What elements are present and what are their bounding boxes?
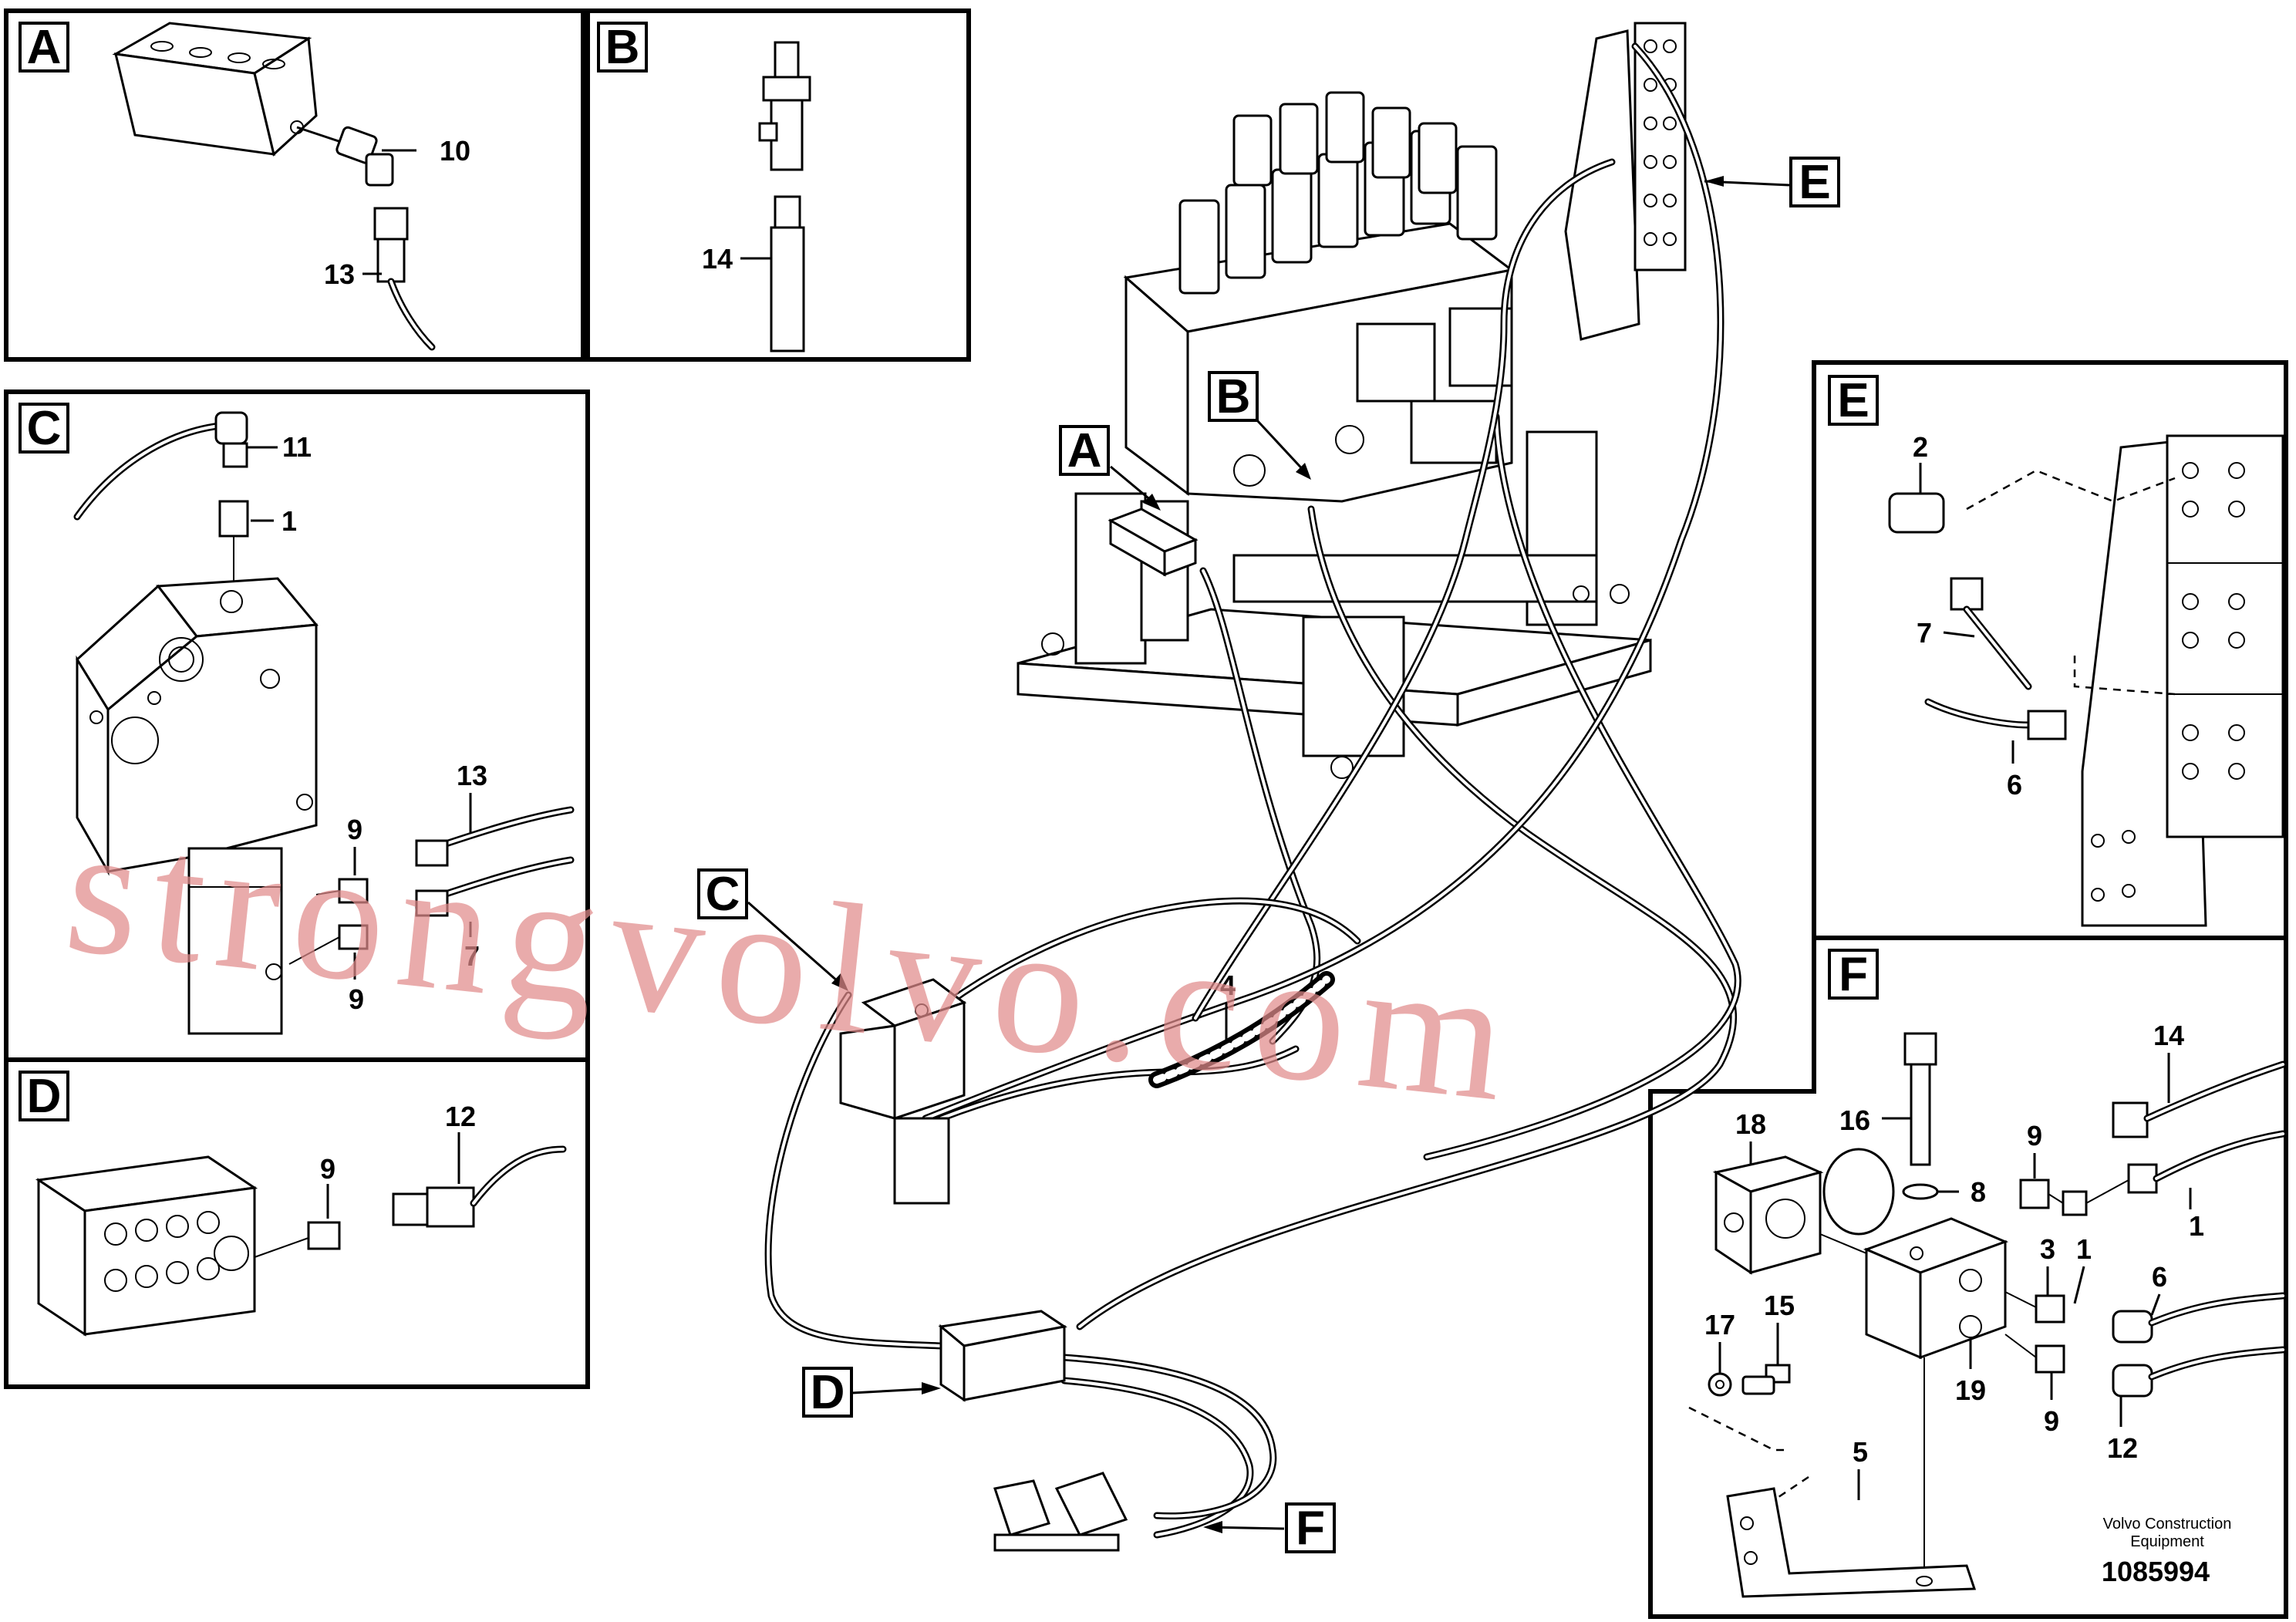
- distribution-block-a: [112, 22, 318, 157]
- callout-f-8: 8: [1971, 1176, 1986, 1208]
- hose-wrap-4: [1148, 971, 1335, 1088]
- svg-text:C: C: [706, 868, 740, 921]
- callout-c-7: 7: [464, 940, 480, 972]
- valve-18: [1712, 1148, 1895, 1275]
- test-port-fitting-b: [758, 41, 811, 352]
- callout-b-14: 14: [702, 243, 733, 275]
- panel-a-letter: A: [27, 21, 62, 74]
- main-hoses: [764, 42, 1741, 1539]
- callout-f-3: 3: [2040, 1233, 2055, 1265]
- callout-f-9-top: 9: [2027, 1120, 2042, 1152]
- hose-with-elbow-c: [73, 411, 248, 521]
- callout-d-9: 9: [320, 1153, 335, 1185]
- part-number: 1085994: [2102, 1556, 2210, 1587]
- panel-e-letter: E: [1837, 374, 1869, 427]
- washer-8: [1902, 1183, 1939, 1200]
- callout-c-1: 1: [282, 505, 297, 537]
- bracket-5: [1726, 1487, 1977, 1598]
- callout-f-16: 16: [1839, 1104, 1870, 1136]
- distribution-block-a-main: [1108, 508, 1199, 577]
- main-label-e: E: [1704, 156, 1840, 209]
- callout-c-9-bottom: 9: [349, 983, 364, 1015]
- callout-f-15: 15: [1764, 1290, 1795, 1321]
- callout-f-9-bottom: 9: [2044, 1405, 2059, 1437]
- callout-f-18: 18: [1735, 1108, 1766, 1140]
- tee-fitting-2: [1888, 492, 1945, 534]
- panel-f: F 16 18 8 19: [1648, 936, 2288, 1619]
- adapter-1-c: [218, 500, 249, 586]
- panel-a: A 10 13: [4, 8, 585, 362]
- callout-f-12: 12: [2107, 1432, 2138, 1464]
- callout-f-17: 17: [1704, 1309, 1735, 1340]
- svg-text:A: A: [1067, 424, 1102, 477]
- fittings-3-and-9-f: [2004, 1291, 2287, 1398]
- panel-b-letter: B: [605, 21, 640, 74]
- manifold-block-e: [2166, 434, 2284, 838]
- credit-line-1: Volvo Construction: [2103, 1516, 2232, 1533]
- callout-a-13: 13: [324, 258, 355, 290]
- panel-e: E 2: [1812, 360, 2288, 940]
- panel-d-letter: D: [27, 1070, 62, 1123]
- svg-text:B: B: [1216, 370, 1251, 423]
- callout-c-13: 13: [457, 760, 487, 791]
- callout-f-1-right: 1: [2189, 1210, 2204, 1242]
- callout-f-1: 1: [2076, 1233, 2092, 1265]
- watermark-text: strongvolvo.com: [58, 784, 1529, 1141]
- callout-d-12: 12: [445, 1101, 476, 1132]
- callout-e-2: 2: [1913, 431, 1928, 463]
- hoses-and-fittings-c: [288, 806, 575, 965]
- control-valve: [1123, 91, 1515, 503]
- panel-d: D 9 12: [4, 1057, 590, 1389]
- main-label-b: B: [1208, 370, 1311, 480]
- callout-c-11: 11: [282, 431, 312, 463]
- callout-e-7: 7: [1917, 617, 1932, 649]
- bracket-manifold-e-main: [1564, 22, 1687, 341]
- callout-f-14: 14: [2153, 1020, 2184, 1051]
- svg-text:E: E: [1799, 156, 1830, 209]
- valve-block-f-main: [993, 1472, 1128, 1552]
- washer-17-and-screw-15: [1708, 1364, 1791, 1397]
- distribution-block-d: [35, 1155, 258, 1337]
- main-label-a: A: [1059, 424, 1161, 511]
- valve-c-main: [839, 978, 967, 1205]
- valve-body-c: [76, 577, 319, 1035]
- elbow-fitting-10: [296, 126, 394, 187]
- callout-f-19: 19: [1955, 1374, 1986, 1406]
- callout-a-10: 10: [440, 135, 470, 167]
- hose-13-a: [373, 207, 436, 351]
- panel-f-letter: F: [1839, 948, 1868, 1001]
- panel-c-letter: C: [27, 402, 62, 455]
- svg-text:F: F: [1296, 1502, 1325, 1555]
- callout-e-6: 6: [2007, 769, 2022, 801]
- svg-text:D: D: [811, 1366, 845, 1419]
- callout-f-5: 5: [1853, 1436, 1868, 1468]
- callout-c-9-top: 9: [347, 814, 362, 845]
- credit-line-2: Equipment: [2130, 1533, 2204, 1550]
- panel-c: C 11 1: [4, 389, 590, 1062]
- callout-main-4: 4: [1220, 969, 1236, 1001]
- main-label-c: C: [697, 868, 848, 991]
- main-assembly: 4 E B: [697, 22, 1840, 1555]
- bolt-16: [1903, 1032, 1937, 1166]
- main-label-f: F: [1203, 1502, 1336, 1555]
- distribution-block-d-main: [938, 1310, 1067, 1402]
- panel-b: B 14: [585, 8, 971, 362]
- block-19: [1863, 1217, 2009, 1589]
- main-label-d: D: [802, 1366, 941, 1419]
- callout-f-6: 6: [2152, 1261, 2167, 1293]
